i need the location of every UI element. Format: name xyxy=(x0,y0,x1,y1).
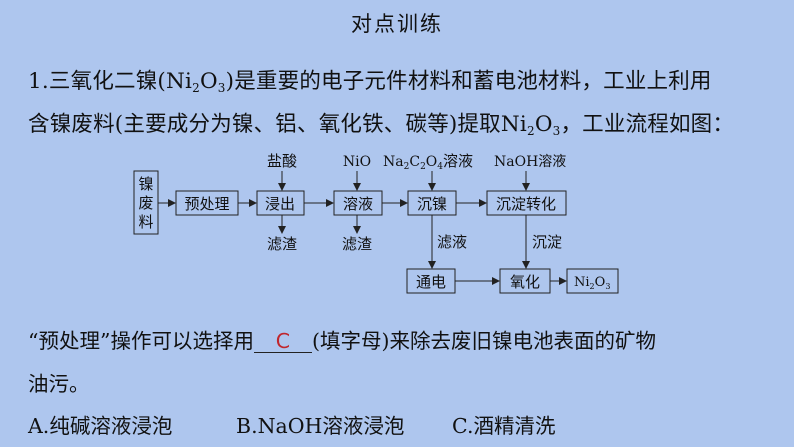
fill-blank-question-end: 油污。 xyxy=(28,372,90,396)
reagent-naoh: NaOH溶液 xyxy=(494,154,566,170)
step-label-pretreat: 预处理 xyxy=(184,195,229,213)
question-text: )是重要的电子元件材料和蓄电池材料，工业上利用 xyxy=(225,69,712,94)
step-box-oxidation xyxy=(499,268,551,294)
step-label-conversion: 沉淀转化 xyxy=(496,195,556,213)
section-heading: 对点训练 xyxy=(351,12,443,36)
source-char: 镍 xyxy=(138,175,153,193)
subscript: 2 xyxy=(192,81,200,95)
question-text: ，工业流程如图： xyxy=(560,112,735,137)
precipitate-label: 沉淀 xyxy=(532,233,562,251)
question-line-2: 含镍废料(主要成分为镍、铝、氧化铁、碳等)提取Ni2O3，工业流程如图： xyxy=(28,107,734,138)
step-box-pretreat xyxy=(175,190,239,216)
step-box-solution xyxy=(333,190,383,216)
step-label-solution: 溶液 xyxy=(343,195,373,213)
option-c[interactable]: C.酒精清洗 xyxy=(452,414,556,438)
question-text: 含镍废料(主要成分为镍、铝、氧化铁、碳等)提取Ni xyxy=(28,112,527,137)
question-text: O xyxy=(199,69,218,94)
source-char: 废 xyxy=(138,194,153,212)
step-label-nickel-precip: 沉镍 xyxy=(417,195,447,213)
step-box-leach xyxy=(256,190,305,216)
reagent-na2c2o4: Na2C2O4溶液 xyxy=(383,152,473,172)
question-text: “预处理”操作可以选择用 xyxy=(28,329,254,353)
source-box xyxy=(133,170,159,235)
question-line-1: 1.三氧化二镍(Ni2O3)是重要的电子元件材料和蓄电池材料，工业上利用 xyxy=(28,64,712,95)
reagent-hcl: 盐酸 xyxy=(267,152,297,170)
answer-blank[interactable]: C xyxy=(253,330,312,353)
product-box xyxy=(566,268,619,294)
step-box-electrolysis xyxy=(406,268,456,294)
subscript: 3 xyxy=(552,124,561,138)
step-label-electrolysis: 通电 xyxy=(416,273,446,291)
subscript: 3 xyxy=(217,81,226,95)
option-b[interactable]: B.NaOH溶液浸泡 xyxy=(236,414,405,438)
filtrate-label: 滤液 xyxy=(437,233,467,251)
step-box-nickel-precip xyxy=(407,190,457,216)
reagent-nio: NiO xyxy=(343,154,371,170)
subscript: 2 xyxy=(526,124,535,138)
residue-label: 滤渣 xyxy=(342,235,372,253)
step-label-leach: 浸出 xyxy=(265,195,295,213)
step-box-conversion xyxy=(486,190,567,216)
question-number: 1. xyxy=(28,69,49,94)
question-text: 三氧化二镍(Ni xyxy=(48,69,193,94)
option-a[interactable]: A.纯碱溶液浸泡 xyxy=(28,414,173,438)
product-label: Ni2O3 xyxy=(574,275,610,291)
residue-label: 滤渣 xyxy=(267,235,297,253)
question-text: O xyxy=(534,112,553,137)
source-char: 料 xyxy=(138,213,153,231)
step-label-oxidation: 氧化 xyxy=(510,273,540,291)
question-text: (填字母)来除去废旧镍电池表面的矿物 xyxy=(311,329,656,353)
